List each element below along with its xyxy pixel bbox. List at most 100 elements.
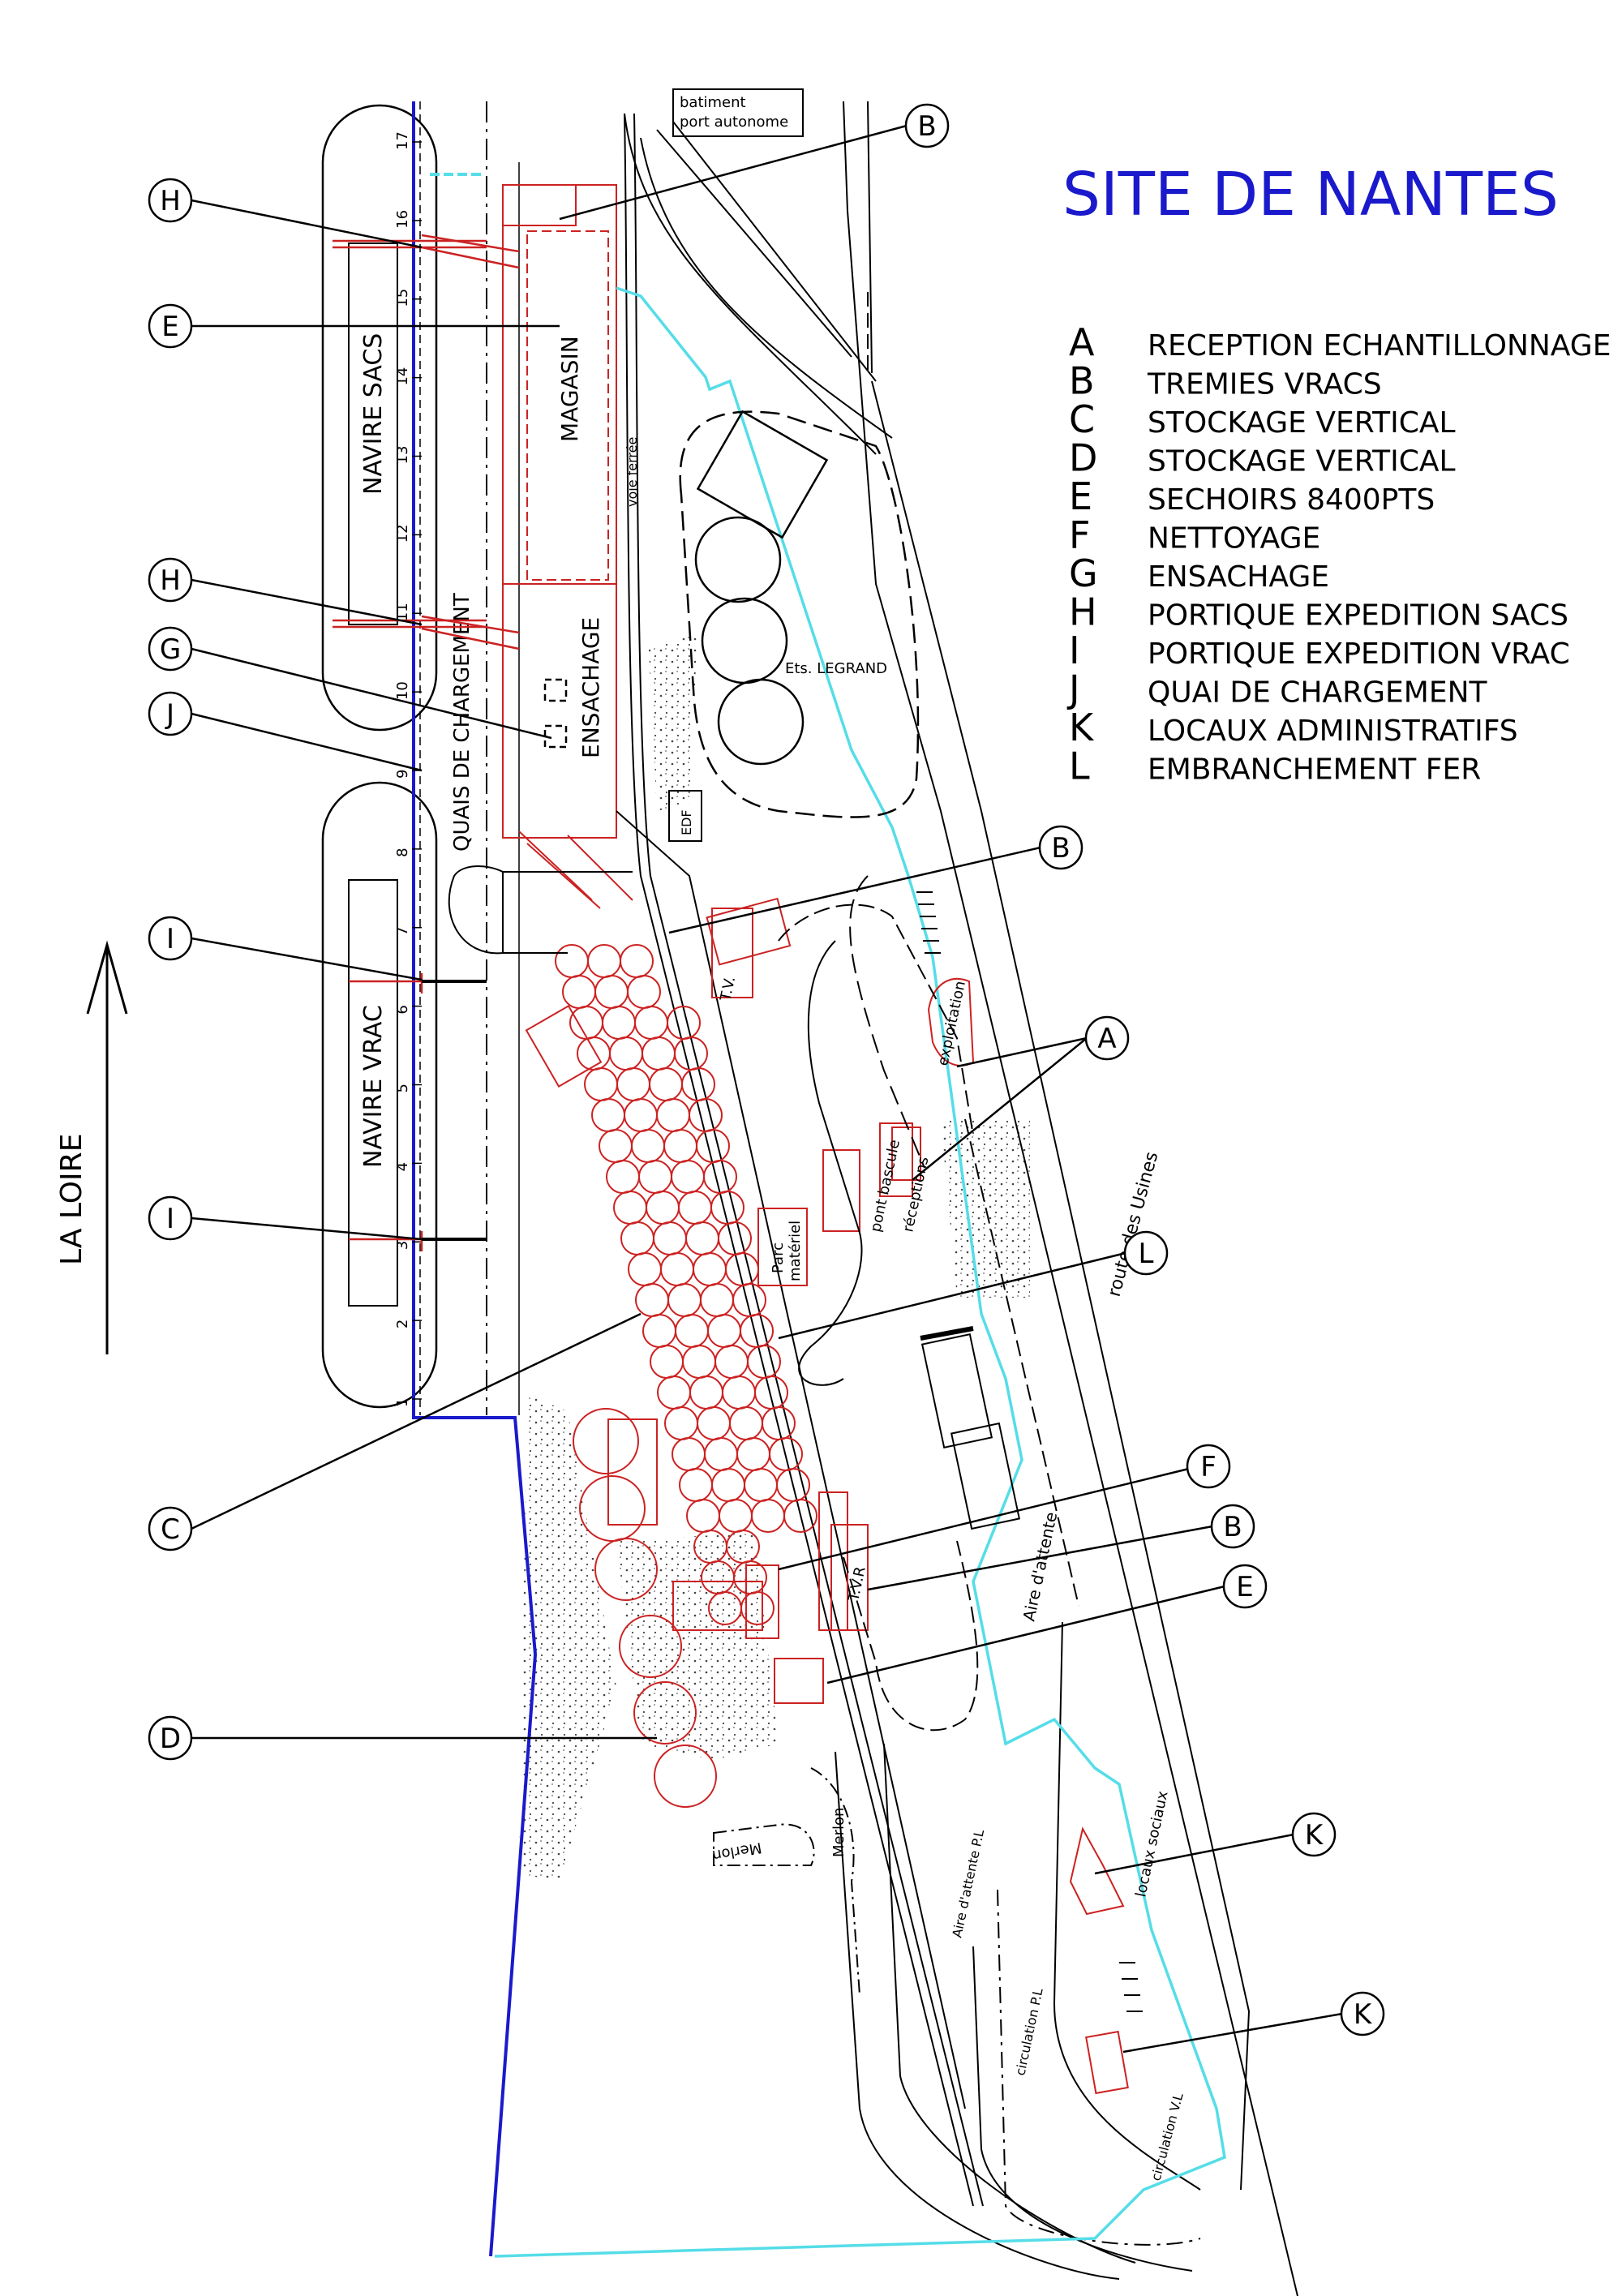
silo-circle	[638, 1160, 672, 1194]
legend-text: PORTIQUE EXPEDITION SACS	[1148, 599, 1568, 633]
quay-number: 13	[394, 446, 411, 465]
silo-circle	[591, 1098, 625, 1132]
callout-j: J	[148, 691, 193, 736]
silo-circle	[650, 1345, 684, 1379]
svg-text:H: H	[160, 564, 181, 597]
silo-circle	[562, 975, 596, 1009]
silo-circle	[744, 1468, 778, 1502]
silo-circle	[689, 1098, 723, 1132]
silo-circle	[679, 1468, 713, 1502]
quay-number: 8	[394, 848, 411, 856]
silo-circle	[584, 1067, 618, 1101]
silo-circle	[703, 1160, 737, 1194]
silo-circle	[620, 1221, 654, 1255]
park-label-2: matériel	[787, 1221, 804, 1281]
quay-number: 15	[394, 289, 411, 307]
silos-vertical-storage-d	[573, 1408, 779, 1808]
callout-c: C	[148, 1506, 193, 1551]
river-arrow	[86, 940, 128, 1354]
svg-text:B: B	[1051, 832, 1070, 865]
legend-letter: H	[1069, 590, 1097, 634]
silo-circle	[642, 1036, 676, 1071]
svg-text:B: B	[917, 110, 936, 143]
quay-number: 16	[394, 210, 411, 229]
silo-circle	[711, 1468, 745, 1502]
silo-circle	[686, 1499, 720, 1533]
callout-h-bottom: H	[148, 557, 193, 603]
silo-circle	[710, 1191, 744, 1225]
silo-circle	[635, 1283, 669, 1317]
silo-circle	[740, 1591, 775, 1625]
legend-letter: F	[1069, 513, 1090, 557]
silo-circle	[667, 1283, 702, 1317]
ship-bulk-label: NAVIRE VRAC	[359, 1005, 388, 1168]
silo-circle	[627, 975, 661, 1009]
legend-text: RECEPTION ECHANTILLONNAGE	[1148, 329, 1611, 363]
callout-k-top: K	[1291, 1812, 1337, 1857]
quay-number: 17	[394, 131, 411, 150]
silo-circle	[642, 1314, 676, 1348]
port-building-label-2: port autonome	[680, 114, 788, 131]
silo-circle	[660, 1252, 694, 1286]
edf-building	[668, 790, 702, 842]
legend-text: STOCKAGE VERTICAL	[1148, 445, 1456, 479]
silo-circle	[719, 1499, 753, 1533]
callout-f: F	[1186, 1444, 1231, 1489]
callout-g: G	[148, 626, 193, 672]
legend-text: SECHOIRS 8400PTS	[1148, 483, 1435, 517]
svg-text:L: L	[1139, 1238, 1154, 1270]
silo-circle	[675, 1314, 709, 1348]
silo-circle	[663, 1129, 697, 1163]
ship-navire-vrac	[321, 781, 438, 1409]
svg-text:B: B	[1223, 1511, 1242, 1543]
silo-circle	[656, 1098, 690, 1132]
legend-letter: J	[1066, 667, 1080, 711]
waiting-area-label: Aire d'attente	[1019, 1510, 1061, 1623]
quay-number: 3	[394, 1241, 411, 1250]
svg-text:E: E	[161, 311, 178, 343]
silo-circle	[714, 1345, 749, 1379]
ship-bags-label: NAVIRE SACS	[359, 333, 388, 495]
silo-circle	[664, 1406, 698, 1440]
quay-number: 1	[394, 1398, 411, 1407]
callout-h-top: H	[148, 178, 193, 223]
quay-number: 11	[394, 603, 411, 621]
svg-text:G: G	[160, 633, 181, 666]
callout-b-top: B	[904, 103, 950, 148]
silo-circle	[577, 1036, 611, 1071]
quay-number: 12	[394, 524, 411, 543]
legrand-label: Ets. LEGRAND	[785, 660, 887, 677]
legend-text: LOCAUX ADMINISTRATIFS	[1148, 715, 1518, 748]
silo-circle	[754, 1375, 788, 1410]
quay-black-ties	[422, 980, 487, 1241]
legend-letter: E	[1069, 474, 1092, 518]
truck-waiting-label: Aire d'attente P.L	[949, 1828, 987, 1939]
railway-label: voie ferrée	[624, 437, 640, 507]
callout-l: L	[1123, 1230, 1169, 1276]
silo-circle	[704, 1437, 738, 1471]
svg-text:J: J	[165, 698, 174, 731]
silo-circle	[751, 1499, 785, 1533]
silo-circle	[624, 1098, 658, 1132]
railway-tracks	[616, 113, 984, 2207]
legend-text: EMBRANCHEMENT FER	[1148, 753, 1481, 787]
silo-circle	[762, 1406, 796, 1440]
quay-number: 10	[394, 681, 411, 700]
legend-letter: L	[1069, 745, 1090, 788]
legend-letter: G	[1069, 551, 1098, 595]
quay-number: 9	[394, 770, 411, 779]
silo-circle	[555, 944, 589, 978]
quay-number: 6	[394, 1005, 411, 1014]
parc-materiel	[757, 1208, 808, 1286]
road-label: route des Usines	[1105, 1150, 1163, 1299]
svg-text:A: A	[1097, 1023, 1116, 1055]
callout-d: D	[148, 1715, 193, 1761]
silo-circle	[783, 1499, 817, 1533]
legend-letter: B	[1069, 359, 1095, 403]
quay-number: 4	[394, 1162, 411, 1171]
quay-label: QUAIS DE CHARGEMENT	[450, 593, 474, 852]
silo-circle	[707, 1314, 741, 1348]
legend-letter: K	[1069, 706, 1095, 749]
svg-text:H: H	[160, 185, 181, 217]
truck-loops	[448, 865, 979, 1732]
